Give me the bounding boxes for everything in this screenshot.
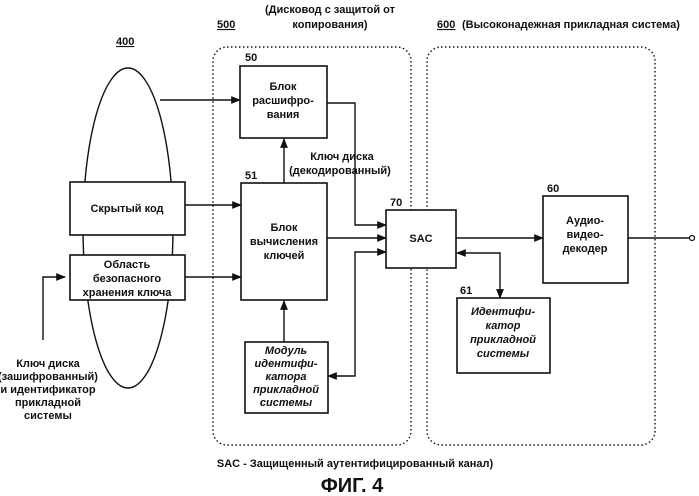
- svg-text:Блок: Блок: [270, 81, 297, 93]
- disc-ref: 400: [116, 36, 134, 48]
- svg-text:идентифи-: идентифи-: [255, 358, 318, 370]
- svg-text:катор: катор: [486, 320, 521, 332]
- svg-text:вычисления: вычисления: [250, 236, 318, 248]
- svg-text:системы: системы: [260, 397, 313, 409]
- svg-text:Область: Область: [104, 259, 151, 271]
- svg-text:безопасного: безопасного: [93, 273, 162, 285]
- sac-block: 70 SAC: [386, 197, 456, 268]
- system-title: (Высоконадежная прикладная система): [462, 19, 680, 31]
- disc-key-decoded-line1: Ключ диска: [310, 151, 374, 163]
- svg-text:Аудио-: Аудио-: [566, 215, 604, 227]
- sac-legend: SAC - Защищенный аутентифицированный кан…: [217, 458, 494, 470]
- svg-text:Ключ диска: Ключ диска: [16, 358, 80, 370]
- disc-key-input-label: Ключ диска (зашифрованный) и идентификат…: [0, 358, 98, 422]
- svg-text:декодер: декодер: [563, 243, 608, 255]
- av-decoder-block: 60 Аудио- видео- декодер: [543, 183, 628, 283]
- drive-title-line2: копирования): [292, 19, 367, 31]
- id-module-block: Модуль идентифи- катора прикладной систе…: [245, 342, 328, 413]
- svg-text:прикладной: прикладной: [470, 334, 536, 346]
- svg-text:прикладной: прикладной: [15, 397, 81, 409]
- decrypt-block: 50 Блок расшифро- вания: [240, 52, 327, 138]
- figure-label: ФИГ. 4: [321, 475, 384, 496]
- svg-text:Модуль: Модуль: [265, 345, 307, 357]
- svg-text:вания: вания: [267, 109, 300, 121]
- svg-text:60: 60: [547, 183, 559, 195]
- system-ref: 600: [437, 19, 455, 31]
- svg-text:61: 61: [460, 285, 472, 297]
- drive-title-line1: (Дисковод с защитой от: [265, 4, 396, 16]
- svg-text:Блок: Блок: [271, 222, 298, 234]
- drive-ref: 500: [217, 19, 235, 31]
- svg-text:системы: системы: [24, 410, 72, 422]
- svg-text:SAC: SAC: [409, 233, 432, 245]
- svg-text:ключей: ключей: [264, 250, 305, 262]
- svg-text:70: 70: [390, 197, 402, 209]
- secure-area-block: Область безопасного хранения ключа: [70, 255, 185, 300]
- disc-key-decoded-line2: (декодированный): [289, 165, 391, 177]
- svg-text:(зашифрованный): (зашифрованный): [0, 371, 98, 383]
- decrypt-ref: 50: [245, 52, 257, 64]
- output-terminal: [690, 236, 695, 241]
- hidden-code-block: Скрытый код: [70, 182, 185, 235]
- svg-text:хранения ключа: хранения ключа: [83, 287, 173, 299]
- app-id-block: 61 Идентифи- катор прикладной системы: [457, 285, 550, 373]
- svg-text:Идентифи-: Идентифи-: [471, 306, 535, 318]
- svg-text:51: 51: [245, 170, 257, 182]
- svg-text:катора: катора: [265, 371, 306, 383]
- keycalc-block: 51 Блок вычисления ключей: [241, 170, 327, 300]
- svg-text:видео-: видео-: [566, 229, 603, 241]
- svg-text:системы: системы: [477, 348, 530, 360]
- svg-text:прикладной: прикладной: [253, 384, 319, 396]
- svg-text:расшифро-: расшифро-: [252, 95, 314, 107]
- svg-text:и идентификатор: и идентификатор: [0, 384, 95, 396]
- svg-text:Скрытый код: Скрытый код: [90, 203, 163, 215]
